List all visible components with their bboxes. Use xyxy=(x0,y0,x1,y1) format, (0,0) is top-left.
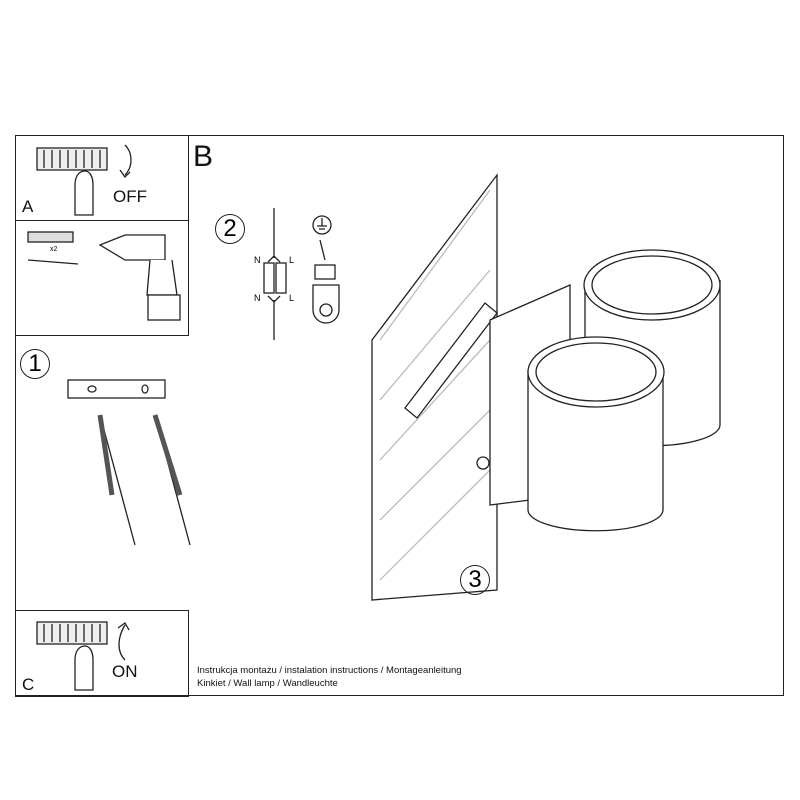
off-arrow-icon xyxy=(119,144,132,179)
panel-a-letter: A xyxy=(22,197,34,216)
step-2-badge: 2 xyxy=(215,214,245,244)
caption: Instrukcja montażu / instalation instruc… xyxy=(197,664,462,690)
wire-n-top: N xyxy=(254,255,261,265)
panel-c-letter: C xyxy=(22,675,35,694)
breaker-switch-icon xyxy=(36,147,108,216)
instruction-sheet-frame xyxy=(15,135,784,696)
step-1-badge: 1 xyxy=(20,349,50,379)
caption-line-2: Kinkiet / Wall lamp / Wandleuchte xyxy=(197,678,338,689)
lamp-cylinder-front xyxy=(527,336,665,532)
breaker-switch-icon-c xyxy=(36,621,108,691)
wall-plug-icon xyxy=(27,231,79,265)
wire-l-top: L xyxy=(289,255,295,265)
screw-icon xyxy=(476,456,490,470)
panel-tools xyxy=(15,220,189,336)
wire-n-bottom: N xyxy=(254,293,261,303)
on-arrow-icon xyxy=(117,622,130,661)
quantity-label: x2 xyxy=(50,246,58,253)
panel-c xyxy=(15,610,189,697)
step-1-mounting-drawing xyxy=(67,379,191,546)
wire-connector-icon xyxy=(263,208,287,340)
panel-b-letter: B xyxy=(193,140,214,173)
step-3-badge: 3 xyxy=(460,565,490,595)
drill-icon xyxy=(98,234,181,321)
off-label: OFF xyxy=(113,187,147,206)
wire-l-bottom: L xyxy=(289,293,295,303)
on-label: ON xyxy=(112,662,138,681)
caption-line-1: Instrukcja montażu / instalation instruc… xyxy=(197,665,462,676)
ground-terminal-icon xyxy=(312,215,340,324)
wall-bracket xyxy=(404,302,498,419)
